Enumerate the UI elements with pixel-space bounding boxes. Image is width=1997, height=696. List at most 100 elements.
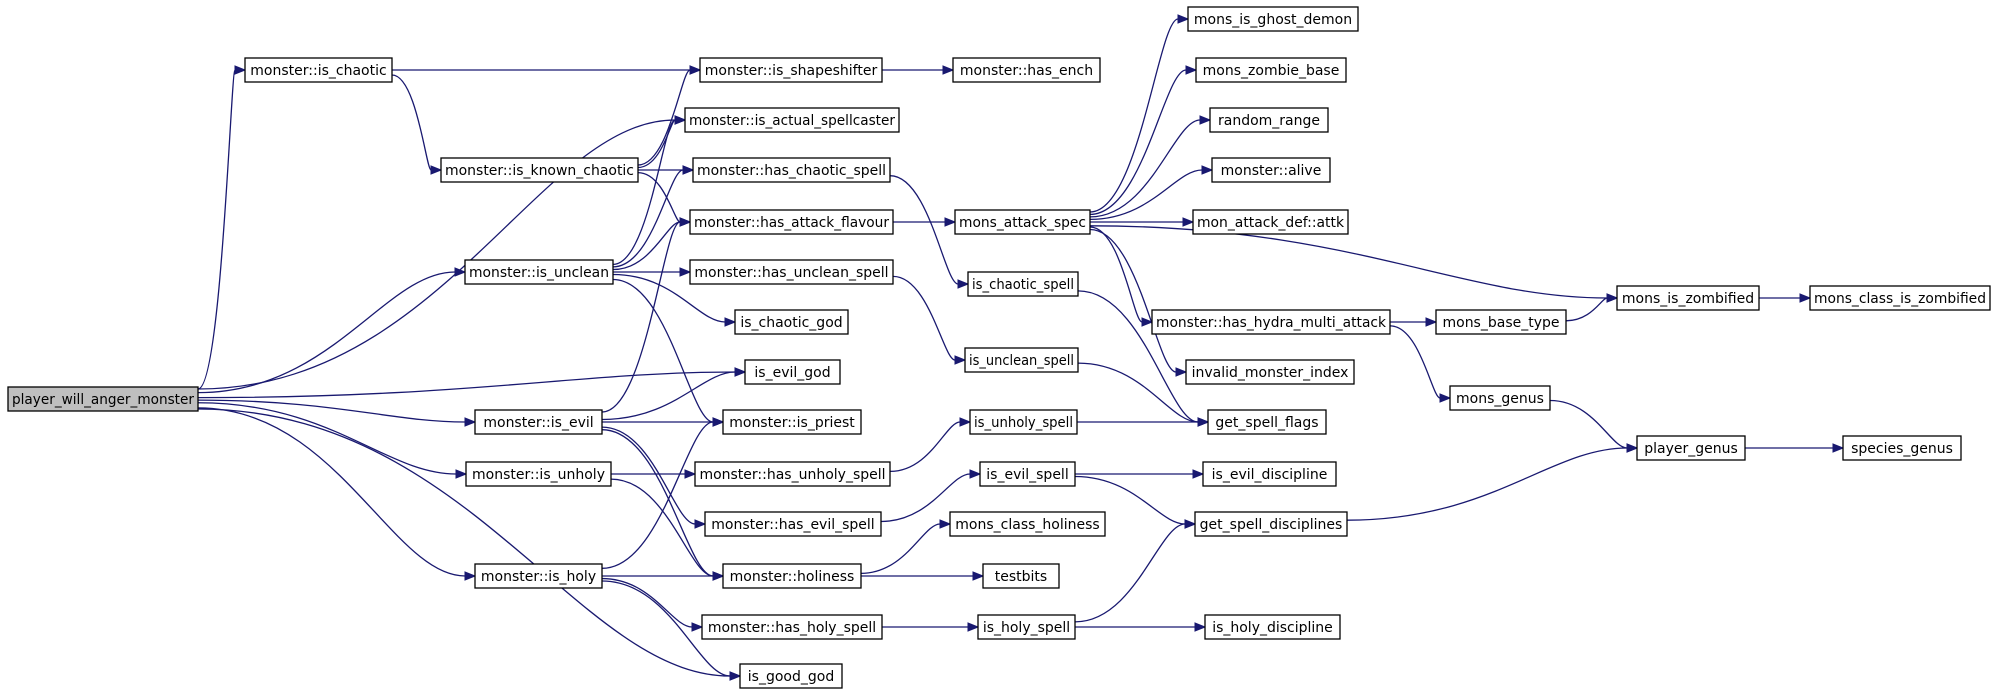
node-get-spell-disciplines[interactable]: get_spell_disciplines <box>1194 511 1348 537</box>
node-has-chaotic-spell[interactable]: monster::has_chaotic_spell <box>692 157 891 183</box>
node-has-ench[interactable]: monster::has_ench <box>952 57 1101 83</box>
edge-line <box>601 221 681 413</box>
node-species-genus[interactable]: species_genus <box>1842 435 1962 461</box>
node-is-unclean-spell[interactable]: is_unclean_spell <box>964 347 1079 373</box>
node-label: monster::has_chaotic_spell <box>697 163 886 179</box>
node-is-chaotic-spell[interactable]: is_chaotic_spell <box>967 271 1079 297</box>
arrowhead <box>1185 65 1198 75</box>
node-invalid-monster-index[interactable]: invalid_monster_index <box>1185 359 1355 385</box>
node-random-range[interactable]: random_range <box>1209 107 1329 133</box>
node-is-evil-discipline[interactable]: is_evil_discipline <box>1202 461 1337 487</box>
node-label: is_unholy_spell <box>974 415 1073 431</box>
node-is-unholy[interactable]: monster::is_unholy <box>465 461 612 487</box>
node-label: invalid_monster_index <box>1192 365 1349 381</box>
edge-mons-attack-spec-to-alive <box>1089 165 1214 221</box>
edge-line <box>637 69 691 166</box>
node-get-spell-flags[interactable]: get_spell_flags <box>1207 409 1327 435</box>
node-mons-is-zombified[interactable]: mons_is_zombified <box>1616 285 1760 311</box>
arrowhead <box>689 65 702 75</box>
node-box <box>1185 359 1355 385</box>
edge-mons-attack-spec-to-invalid-monster-index <box>1089 228 1188 377</box>
edge-is-unholy-spell-to-get-spell-flags <box>1076 417 1210 427</box>
edge-line <box>1089 69 1187 216</box>
node-player-will-anger-monster[interactable]: player_will_anger_monster <box>7 386 199 412</box>
node-label: testbits <box>995 569 1047 585</box>
node-is-chaotic[interactable]: monster::is_chaotic <box>244 57 393 83</box>
edge-line <box>1089 119 1201 218</box>
node-label: monster::has_holy_spell <box>708 620 876 636</box>
node-box <box>979 461 1076 487</box>
edge-mons-attack-spec-to-has-hydra-multi-attack <box>1089 226 1154 327</box>
edge-line <box>1077 362 1199 423</box>
node-box <box>244 57 393 83</box>
arrowhead <box>959 417 972 427</box>
node-label: monster::is_actual_spellcaster <box>689 113 895 129</box>
node-label: monster::is_unclean <box>469 265 609 281</box>
arrowhead <box>1184 519 1197 529</box>
node-is-chaotic-god[interactable]: is_chaotic_god <box>734 309 849 335</box>
node-has-holy-spell[interactable]: monster::has_holy_spell <box>701 614 883 640</box>
node-is-actual-spellcaster[interactable]: monster::is_actual_spellcaster <box>684 107 900 133</box>
edge-is-holy-spell-to-is-holy-discipline <box>1075 622 1207 632</box>
node-mons-genus[interactable]: mons_genus <box>1449 385 1551 411</box>
node-attk[interactable]: mon_attack_def::attk <box>1192 209 1349 235</box>
node-is-known-chaotic[interactable]: monster::is_known_chaotic <box>440 157 639 183</box>
node-mons-base-type[interactable]: mons_base_type <box>1435 309 1567 335</box>
edge-mons-genus-to-player-genus <box>1549 399 1639 453</box>
edge-is-holy-to-is-good-god <box>601 580 742 681</box>
node-is-holy[interactable]: monster::is_holy <box>474 563 603 589</box>
edge-mons-attack-spec-to-attk <box>1090 217 1195 227</box>
node-box <box>1435 309 1567 335</box>
node-player-genus[interactable]: player_genus <box>1636 435 1746 461</box>
node-is-holy-discipline[interactable]: is_holy_discipline <box>1204 614 1341 640</box>
node-is-evil-god[interactable]: is_evil_god <box>744 359 841 385</box>
node-alive[interactable]: monster::alive <box>1211 157 1331 183</box>
edge-line <box>601 421 714 569</box>
node-label: is_evil_discipline <box>1212 467 1328 483</box>
edge-has-holy-spell-to-is-holy-spell <box>882 622 980 632</box>
node-box <box>474 563 603 589</box>
node-mons-zombie-base[interactable]: mons_zombie_base <box>1195 57 1347 83</box>
arrowhead <box>1201 165 1214 175</box>
arrowhead <box>712 417 725 427</box>
node-has-evil-spell[interactable]: monster::has_evil_spell <box>704 511 882 537</box>
node-label: player_will_anger_monster <box>12 392 194 408</box>
arrowhead <box>729 671 742 681</box>
node-label: monster::is_holy <box>481 569 596 585</box>
edge-line <box>601 577 693 628</box>
node-box <box>952 57 1101 83</box>
node-mons-attack-spec[interactable]: mons_attack_spec <box>954 209 1091 235</box>
node-has-attack-flavour[interactable]: monster::has_attack_flavour <box>689 209 894 235</box>
arrowhead <box>734 367 747 377</box>
edge-line <box>1549 399 1628 449</box>
node-box <box>1616 285 1760 311</box>
node-is-priest[interactable]: monster::is_priest <box>722 409 862 435</box>
node-box <box>1209 107 1329 133</box>
node-is-shapeshifter[interactable]: monster::is_shapeshifter <box>699 57 883 83</box>
edge-line <box>1089 228 1177 373</box>
node-has-unclean-spell[interactable]: monster::has_unclean_spell <box>689 259 894 285</box>
edge-is-evil-to-has-evil-spell <box>601 426 707 529</box>
arrowhead <box>234 65 247 75</box>
node-label: is_chaotic_god <box>740 315 842 331</box>
node-is-unholy-spell[interactable]: is_unholy_spell <box>969 409 1078 435</box>
node-label: player_genus <box>1644 441 1738 457</box>
node-has-unholy-spell[interactable]: monster::has_unholy_spell <box>694 461 891 487</box>
node-is-good-god[interactable]: is_good_god <box>739 663 843 689</box>
node-is-holy-spell[interactable]: is_holy_spell <box>977 614 1076 640</box>
node-box <box>704 511 882 537</box>
arrowhead <box>1199 115 1212 125</box>
node-label: mons_attack_spec <box>959 215 1086 231</box>
node-mons-class-is-zombified[interactable]: mons_class_is_zombified <box>1809 285 1991 311</box>
node-mons-class-holiness[interactable]: mons_class_holiness <box>949 511 1106 537</box>
node-is-evil-spell[interactable]: is_evil_spell <box>979 461 1076 487</box>
node-label: mons_zombie_base <box>1203 63 1340 79</box>
node-has-hydra-multi-attack[interactable]: monster::has_hydra_multi_attack <box>1151 309 1391 335</box>
node-holiness[interactable]: monster::holiness <box>722 563 862 589</box>
node-is-unclean[interactable]: monster::is_unclean <box>464 259 614 285</box>
node-testbits[interactable]: testbits <box>982 563 1060 589</box>
node-mons-is-ghost-demon[interactable]: mons_is_ghost_demon <box>1187 6 1359 32</box>
node-is-evil[interactable]: monster::is_evil <box>474 409 603 435</box>
arrowhead <box>464 417 477 427</box>
edge-line <box>612 221 681 271</box>
